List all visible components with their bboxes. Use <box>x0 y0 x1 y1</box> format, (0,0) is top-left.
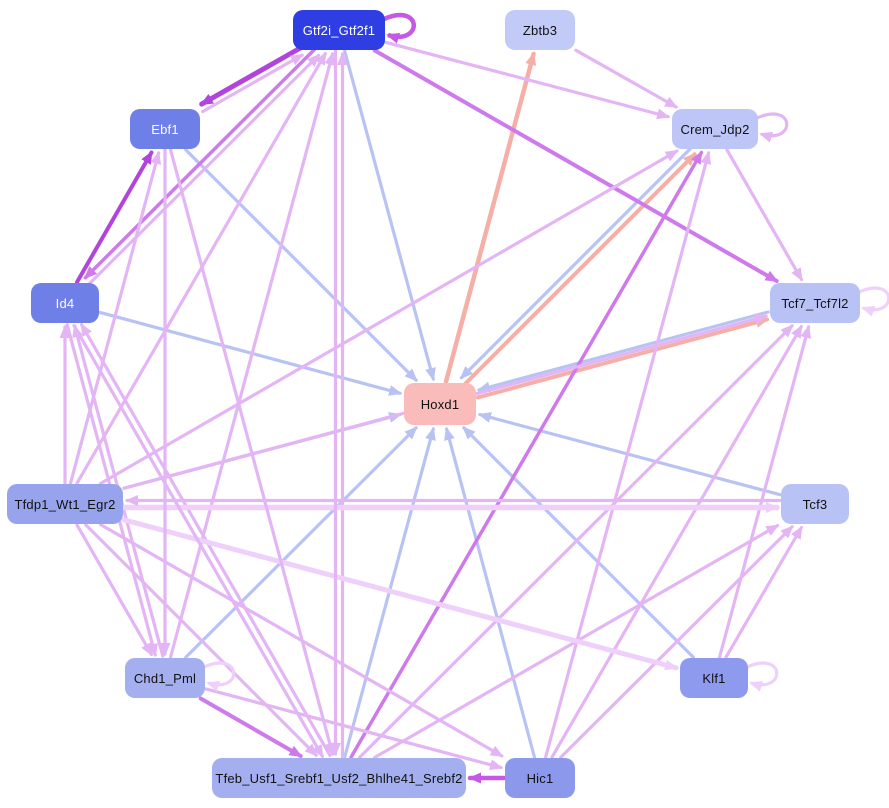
edge-hic1-tcf3 <box>559 525 794 759</box>
edge-id4-ebf1 <box>75 150 154 285</box>
edge-tfdp1-chd1 <box>75 523 154 657</box>
edge-hic1-hoxd1 <box>444 426 537 759</box>
self-loop-gtf2i <box>383 12 416 44</box>
edge-tcf3-hoxd1 <box>477 412 782 497</box>
edge-crem-hoxd1 <box>459 145 694 380</box>
edge-tfeb-crem <box>349 150 704 759</box>
edge-crem-tcf7 <box>725 148 804 282</box>
node-label: Hoxd1 <box>420 396 460 412</box>
node-zbtb3[interactable]: Zbtb3 <box>505 10 575 50</box>
node-label: Id4 <box>55 295 75 311</box>
edge-klf1-tcf7 <box>717 324 812 659</box>
node-label: Hic1 <box>526 770 554 786</box>
node-hic1[interactable]: Hic1 <box>505 758 575 798</box>
edge-hic1-crem <box>544 150 712 759</box>
edge-ebf1-hoxd1 <box>184 148 418 382</box>
edge-gtf2i-id4 <box>83 46 318 280</box>
edge-zbtb3-crem <box>574 48 678 109</box>
edge-tfdp1-ebf1 <box>68 150 162 485</box>
node-label: Zbtb3 <box>522 22 558 38</box>
edge-id4-hoxd1 <box>98 310 403 396</box>
node-id4[interactable]: Id4 <box>31 283 99 323</box>
edge-klf1-tcf3 <box>724 525 804 659</box>
edge-tfdp1-tfeb <box>84 523 318 757</box>
node-klf1[interactable]: Klf1 <box>680 658 748 698</box>
node-label: Crem_Jdp2 <box>680 121 750 137</box>
node-tfeb[interactable]: Tfeb_Usf1_Srebf1_Usf2_Bhlhe41_Srebf2 <box>212 758 466 798</box>
node-crem[interactable]: Crem_Jdp2 <box>672 109 758 149</box>
edge-tfeb-tcf7 <box>358 324 794 759</box>
edge-hoxd1-zbtb3 <box>443 51 537 385</box>
node-label: Tcf7_Tcf7l2 <box>781 295 849 311</box>
node-label: Tcf3 <box>802 496 828 512</box>
node-label: Chd1_Pml <box>133 670 197 686</box>
node-tfdp1[interactable]: Tfdp1_Wt1_Egr2 <box>7 484 123 524</box>
node-tcf7[interactable]: Tcf7_Tcf7l2 <box>770 283 860 323</box>
edge-hoxd1-tcf7 <box>475 317 769 400</box>
edge-klf1-hoxd1 <box>462 426 695 659</box>
edge-tfdp1-hic1 <box>98 522 504 758</box>
edge-chd1-hic1 <box>204 687 504 771</box>
edge-tcf7-hoxd1 <box>477 310 770 393</box>
edge-tfdp1-klf1 <box>121 517 679 671</box>
edge-gtf2i-ebf1 <box>199 45 304 107</box>
edge-gtf2i-crem <box>384 40 671 120</box>
node-chd1[interactable]: Chd1_Pml <box>125 658 205 698</box>
node-label: Tfeb_Usf1_Srebf1_Usf2_Bhlhe41_Srebf2 <box>215 770 463 786</box>
node-ebf1[interactable]: Ebf1 <box>130 109 200 149</box>
edge-chd1-tfeb <box>198 696 303 758</box>
node-label: Klf1 <box>702 670 726 686</box>
edge-gtf2i-tcf7 <box>372 48 779 283</box>
node-hoxd1[interactable]: Hoxd1 <box>404 383 476 425</box>
node-label: Ebf1 <box>151 121 179 137</box>
node-label: Tfdp1_Wt1_Egr2 <box>14 496 116 512</box>
edge-ebf1-gtf2i <box>201 53 304 114</box>
edge-hoxd1-crem <box>462 152 697 387</box>
edge-gtf2i-hoxd1 <box>343 49 436 382</box>
edge-id4-tfeb <box>72 324 324 759</box>
node-label: Gtf2i_Gtf2f1 <box>302 22 376 38</box>
edge-chd1-gtf2i <box>169 51 336 659</box>
edge-tfdp1-crem <box>98 149 679 486</box>
self-loop-crem <box>756 112 789 143</box>
self-loop-chd1 <box>203 661 236 692</box>
edge-id4-gtf2i <box>86 53 321 287</box>
edge-hic1-tcf7 <box>550 324 804 759</box>
node-tcf3[interactable]: Tcf3 <box>781 484 849 524</box>
edge-chd1-hoxd1 <box>184 426 418 659</box>
self-loop-klf1 <box>746 661 779 692</box>
edge-ebf1-tfeb <box>169 148 336 757</box>
node-gtf2i[interactable]: Gtf2i_Gtf2f1 <box>293 10 385 50</box>
self-loop-tcf7 <box>858 286 889 317</box>
